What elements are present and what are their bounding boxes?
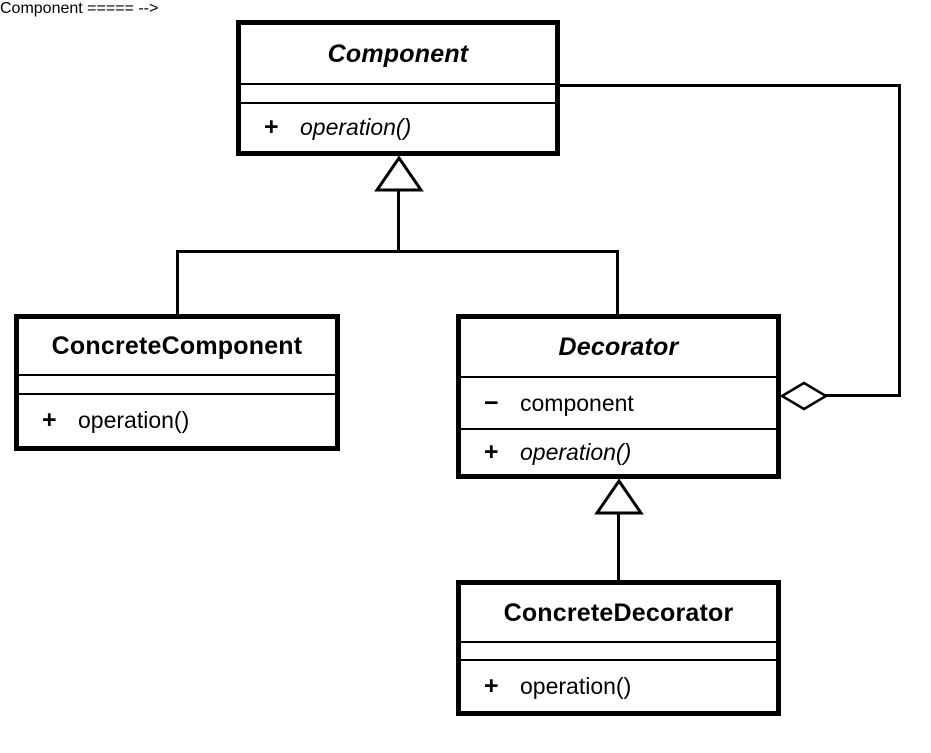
visibility-marker-public: +	[484, 437, 499, 466]
attribute-row-decorator-component[interactable]: − component	[461, 376, 776, 428]
operation-row-concrete-decorator-operation[interactable]: + operation()	[461, 659, 776, 711]
generalization-arrow-to-component	[374, 156, 424, 192]
attribute-label: component	[520, 389, 634, 416]
visibility-marker-public: +	[42, 406, 57, 434]
class-box-component[interactable]: Component + operation()	[236, 20, 560, 156]
operation-row-component-operation[interactable]: + operation()	[241, 102, 555, 151]
operation-row-concrete-component-operation[interactable]: + operation()	[19, 393, 335, 446]
generalization-stem-component	[397, 190, 400, 253]
operation-label: operation()	[300, 114, 412, 140]
operation-label: operation()	[520, 672, 632, 699]
attributes-compartment-component	[241, 83, 555, 102]
class-box-concrete-decorator[interactable]: ConcreteDecorator + operation()	[456, 580, 781, 716]
class-name-concrete-decorator: ConcreteDecorator	[461, 585, 776, 641]
class-box-concrete-component[interactable]: ConcreteComponent + operation()	[14, 314, 340, 451]
class-name-component: Component	[241, 25, 555, 83]
class-box-decorator[interactable]: Decorator − component + operation()	[456, 314, 781, 479]
class-name-concrete-component: ConcreteComponent	[19, 319, 335, 374]
generalization-drop-decorator	[616, 250, 619, 316]
aggregation-line-bottom	[823, 394, 901, 397]
visibility-marker-private: −	[484, 388, 499, 417]
operation-label: operation()	[520, 438, 632, 465]
generalization-stem-concrete-decorator	[617, 513, 620, 582]
aggregation-line-top	[558, 84, 901, 87]
attributes-compartment-concrete-decorator	[461, 641, 776, 659]
attributes-compartment-concrete-component	[19, 374, 335, 393]
class-name-decorator: Decorator	[461, 319, 776, 376]
generalization-drop-concrete-component	[176, 250, 179, 316]
aggregation-diamond	[780, 380, 828, 412]
operation-label: operation()	[78, 407, 190, 433]
generalization-arrow-to-decorator	[594, 479, 644, 515]
generalization-branch-bar	[176, 250, 619, 253]
aggregation-line-right	[898, 84, 901, 397]
visibility-marker-public: +	[264, 113, 279, 141]
visibility-marker-public: +	[484, 671, 499, 700]
operation-row-decorator-operation[interactable]: + operation()	[461, 428, 776, 474]
